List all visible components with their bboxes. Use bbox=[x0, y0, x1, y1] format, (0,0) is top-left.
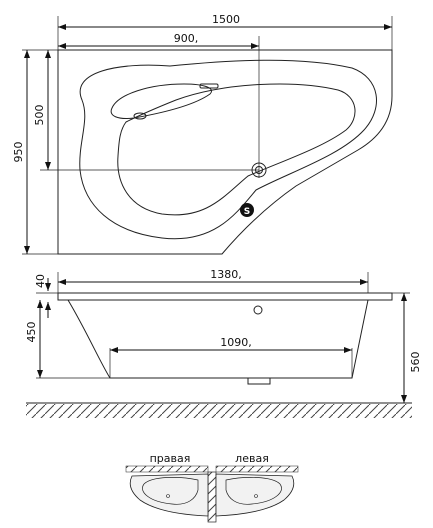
dim-length-top: 1380, bbox=[210, 268, 242, 281]
variant-left-thumbnail bbox=[215, 465, 299, 517]
dim-depth: 450 bbox=[25, 322, 38, 343]
overflow-slot bbox=[199, 83, 219, 89]
top-view: S 1500 900, 950 500 bbox=[12, 13, 393, 255]
basin-rim bbox=[79, 59, 377, 240]
floor-hatch bbox=[26, 404, 412, 418]
dim-width-to-drain: 900, bbox=[174, 32, 199, 45]
tub-body bbox=[67, 299, 369, 379]
dim-length-bottom: 1090, bbox=[220, 336, 252, 349]
dim-width-total: 1500 bbox=[212, 13, 240, 26]
divider-wall bbox=[207, 471, 217, 523]
headrest bbox=[110, 83, 212, 119]
variants: правая левая bbox=[125, 452, 299, 523]
rim-profile bbox=[57, 292, 393, 301]
dim-height-total-side: 560 bbox=[409, 352, 422, 373]
s-badge-letter: S bbox=[244, 207, 250, 217]
dim-rim: 40 bbox=[34, 274, 47, 288]
dim-height-total: 950 bbox=[12, 142, 25, 163]
variant-left-label: левая bbox=[235, 452, 269, 465]
dim-height-to-drain: 500 bbox=[33, 105, 46, 126]
overflow-hole bbox=[253, 305, 263, 315]
variant-right-label: правая bbox=[150, 452, 191, 465]
drain-bump bbox=[247, 378, 271, 385]
tub-outline bbox=[57, 49, 393, 255]
s-badge-icon bbox=[240, 203, 254, 217]
basin-inner bbox=[117, 83, 356, 216]
fitting bbox=[133, 112, 147, 120]
side-view: 1380, 1090, 40 450 560 bbox=[25, 268, 422, 418]
variant-right-thumbnail bbox=[125, 465, 209, 517]
